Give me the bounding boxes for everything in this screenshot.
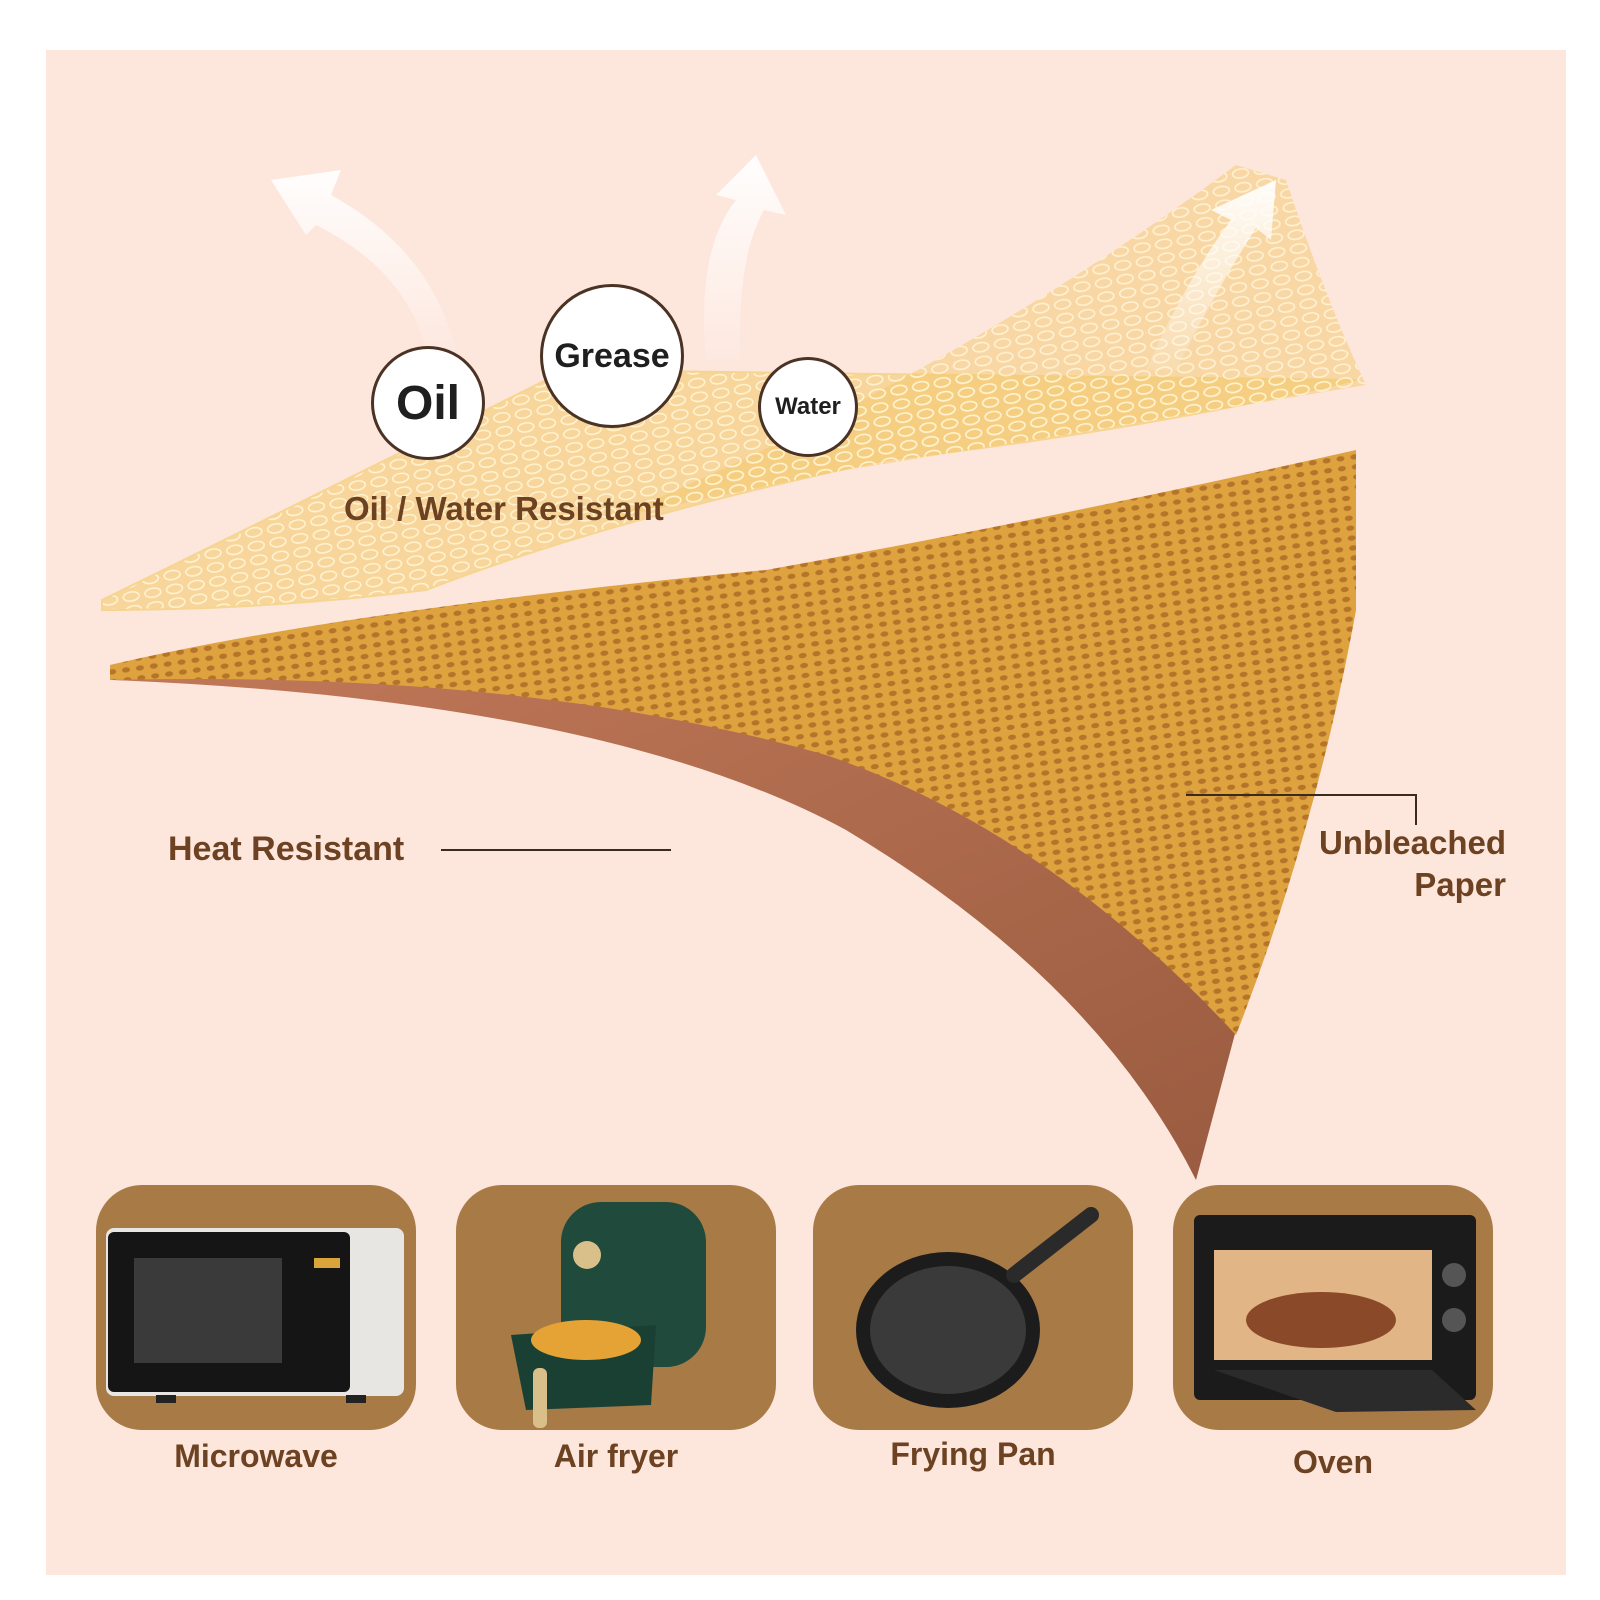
water-badge: Water (758, 357, 858, 457)
infographic-panel: Oil Grease Water Oil / Water Resistant H… (46, 50, 1566, 1575)
oven-label: Oven (1292, 1444, 1374, 1480)
unbleached-paper-label: Unbleached Paper (1296, 822, 1506, 906)
unbleached-paper-layer (110, 450, 1356, 1035)
air-fryer-label: Air fryer (553, 1438, 679, 1474)
arrow-up-icon (271, 170, 456, 350)
paper-layers-illustration (96, 155, 1493, 1430)
heat-resistant-label: Heat Resistant (168, 830, 405, 868)
oven-icon (1194, 1215, 1476, 1412)
arrow-up-icon (1146, 180, 1276, 370)
microwave-label: Microwave (174, 1438, 338, 1474)
oil-label: Oil (395, 376, 460, 430)
unbleached-label-line1: Unbleached (1318, 824, 1506, 861)
frying-pan-label: Frying Pan (890, 1436, 1056, 1472)
heat-resistant-layer (112, 670, 1236, 1180)
unbleached-label-line2: Paper (1414, 866, 1506, 903)
oil-badge: Oil (371, 346, 485, 460)
grease-label: Grease (554, 336, 670, 375)
coating-layer-curl (606, 165, 1366, 520)
water-label: Water (775, 393, 841, 420)
grease-badge: Grease (540, 284, 684, 428)
microwave-icon (106, 1228, 404, 1403)
oil-water-resistant-label: Oil / Water Resistant (344, 490, 664, 527)
arrow-up-icon (704, 155, 786, 360)
air-fryer-icon (511, 1202, 706, 1428)
frying-pan-icon (856, 1207, 1099, 1408)
unbleached-leader-line (1186, 794, 1417, 825)
